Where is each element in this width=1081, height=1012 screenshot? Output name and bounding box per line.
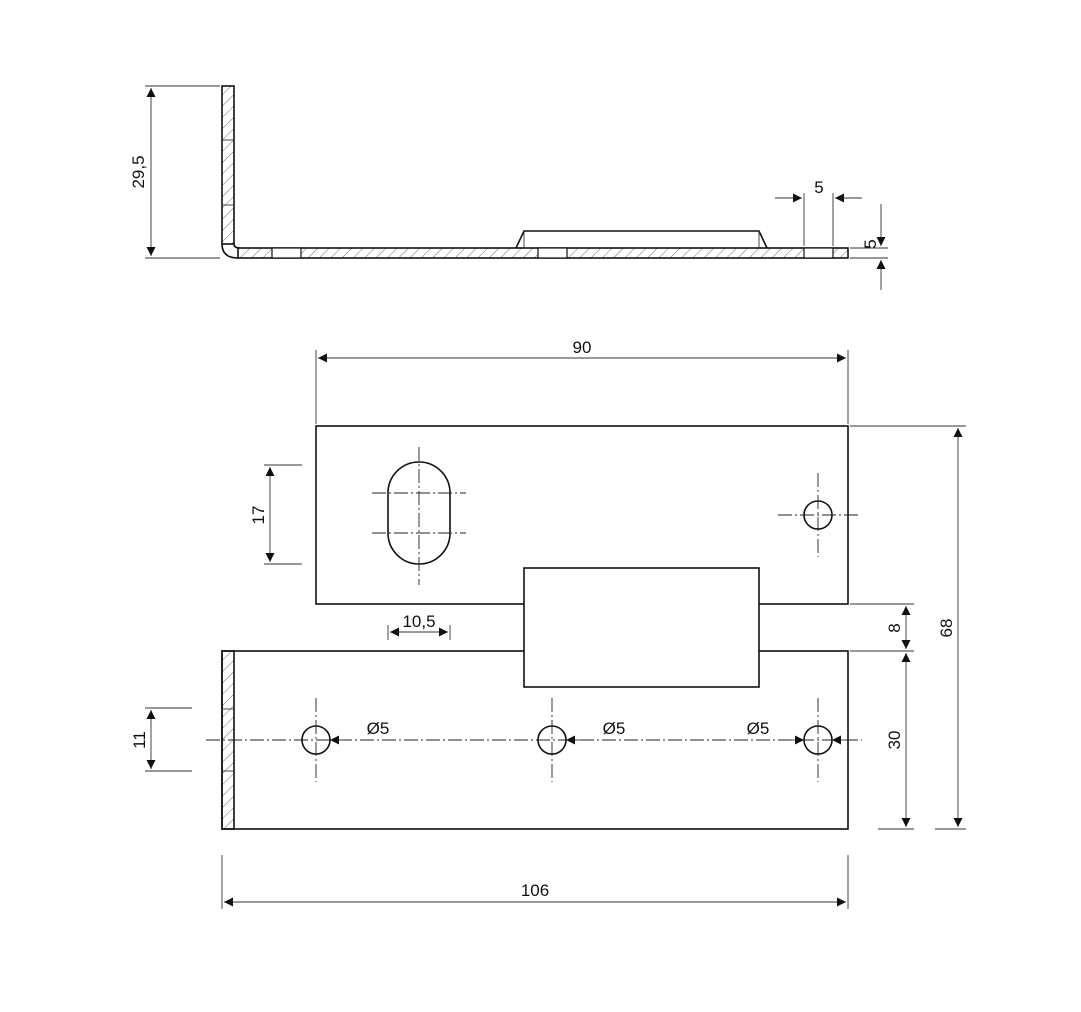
dim-hole-spacing-label: 11 [130,731,149,749]
dim-thickness-label: 5 [861,239,880,248]
dim-bottom-height-label: 30 [885,731,904,750]
top-view: Ø5 Ø5 Ø5 90 17 10,5 [130,338,966,909]
side-boss [515,230,768,249]
dim-slot-height-label: 17 [249,506,268,525]
side-view: 29,5 5 5 [129,85,888,290]
dim-overall-height: 68 [850,425,966,830]
dim-slot-width: 10,5 [387,612,451,640]
dim-end-offset: 5 [775,178,862,246]
dim-bottom-height: 30 [878,653,914,830]
dim-slot-height: 17 [249,464,302,565]
side-flange [221,85,235,245]
upper-hole [778,473,860,557]
hole-diameter-2: Ø5 [603,719,626,738]
dim-overall-length-label: 106 [521,881,549,900]
dim-gap-label: 8 [885,623,904,632]
center-boss [523,567,760,688]
dim-thickness: 5 [850,204,888,290]
hole-diameter-1: Ø5 [367,719,390,738]
dim-hole-spacing: 11 [130,707,192,772]
dim-slot-width-label: 10,5 [402,612,435,631]
dim-gap: 8 [850,603,914,652]
dim-overall-height-label: 68 [937,619,956,638]
lower-holes: Ø5 Ø5 Ø5 [206,698,862,782]
dim-flange-height: 29,5 [129,85,220,259]
dim-end-offset-label: 5 [814,178,823,197]
dim-top-length-label: 90 [573,338,592,357]
dim-top-length: 90 [315,338,849,424]
dim-flange-height-label: 29,5 [129,155,148,188]
slot [372,447,466,585]
dim-overall-length: 106 [221,855,849,909]
hole-diameter-3: Ø5 [747,719,770,738]
